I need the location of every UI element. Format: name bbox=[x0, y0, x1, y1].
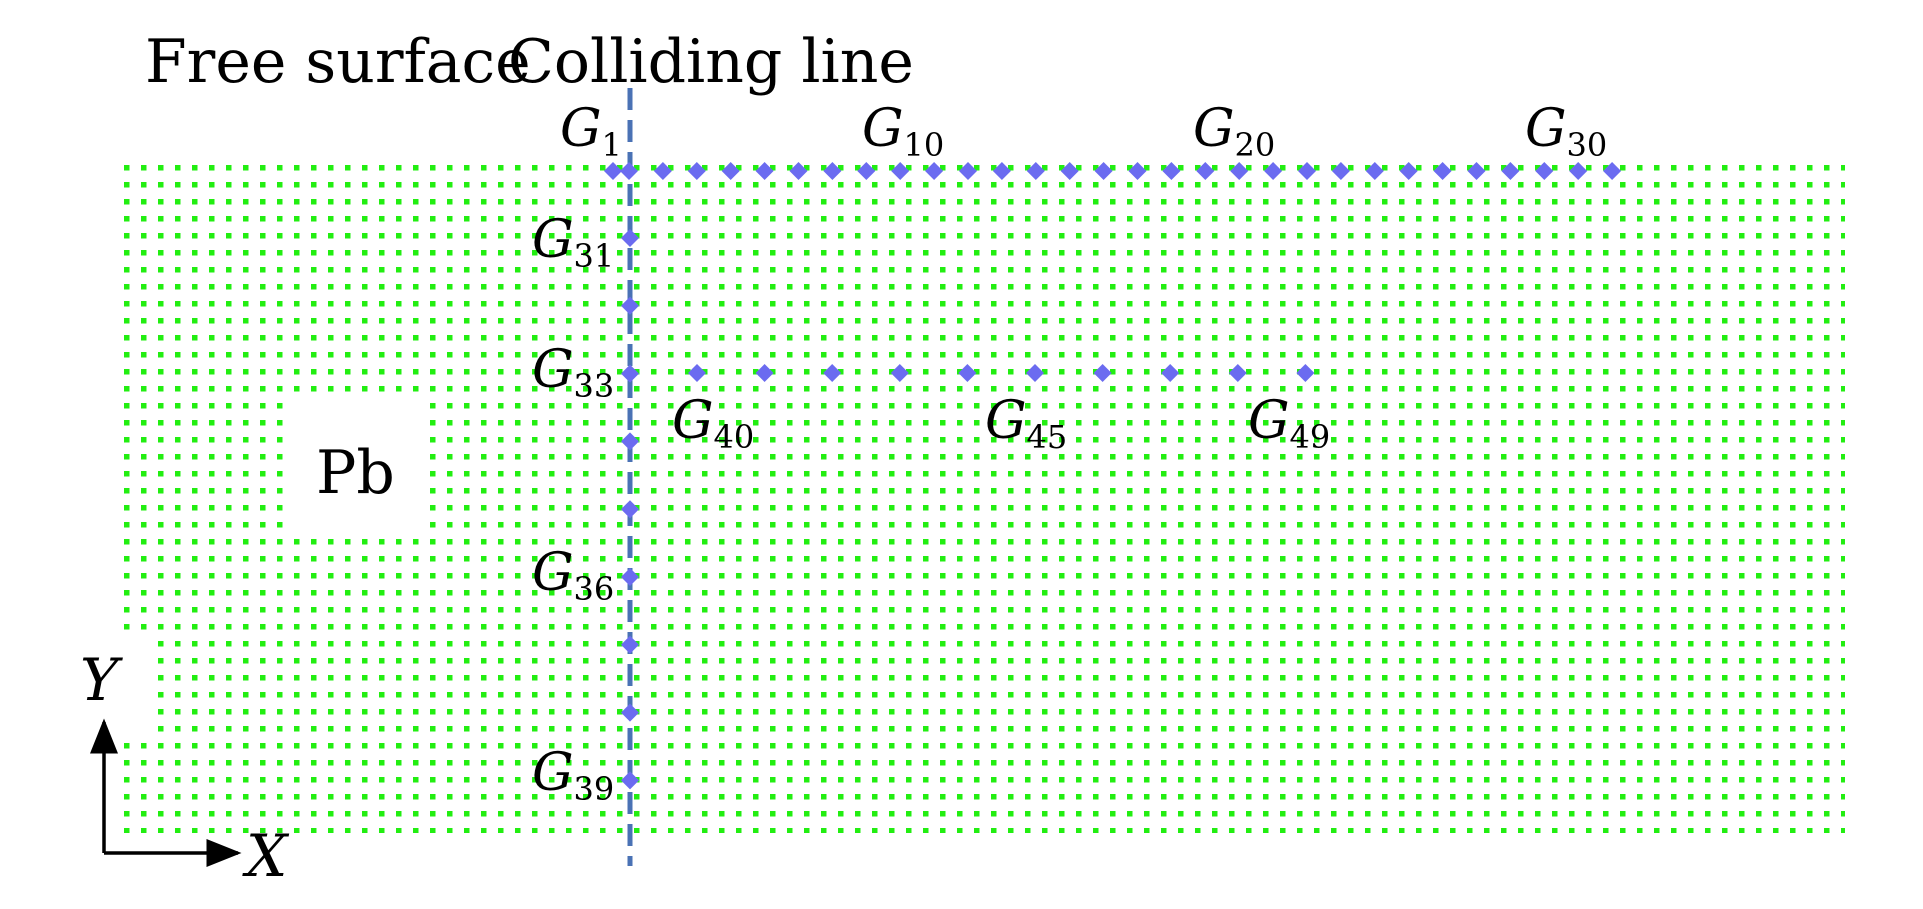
y-axis-label: Y bbox=[80, 646, 123, 714]
gauge-label-g31: G31 bbox=[532, 210, 614, 275]
gauge-point-g5 bbox=[755, 162, 774, 180]
gauge-point-g36 bbox=[621, 568, 639, 586]
gauge-point-g30 bbox=[1603, 162, 1622, 180]
gauge-point-g35 bbox=[621, 500, 639, 519]
gauge-point-g3 bbox=[687, 162, 706, 180]
gauge-point-g29 bbox=[1569, 162, 1588, 180]
gauge-point-g13 bbox=[1026, 162, 1045, 180]
gauge-label-g30: G30 bbox=[1525, 99, 1607, 164]
gauge-point-g38 bbox=[621, 703, 639, 722]
gauge-point-g47 bbox=[1161, 364, 1180, 382]
gauge-point-g41 bbox=[755, 364, 774, 382]
gauge-point-g24 bbox=[1399, 162, 1418, 180]
gauge-point-g4 bbox=[721, 162, 740, 180]
gauge-point-g28 bbox=[1535, 162, 1554, 180]
gauge-point-g23 bbox=[1365, 162, 1384, 180]
gauge-label-g36: G36 bbox=[532, 543, 614, 608]
gauge-point-g12 bbox=[992, 162, 1011, 180]
gauge-point-g2 bbox=[653, 162, 672, 180]
gauge-point-g48 bbox=[1228, 364, 1247, 382]
free-surface-label: Free surface bbox=[145, 27, 531, 97]
gauge-point-g44 bbox=[958, 364, 977, 382]
gauge-label-g10: G10 bbox=[862, 99, 944, 164]
gauge-label-g33: G33 bbox=[532, 340, 614, 405]
gauge-label-g20: G20 bbox=[1193, 99, 1275, 164]
gauge-point-g19 bbox=[1230, 162, 1249, 180]
gauge-point-g16 bbox=[1128, 162, 1147, 180]
gauge-point-g25 bbox=[1433, 162, 1452, 180]
gauge-point-g27 bbox=[1501, 162, 1520, 180]
gauge-label-g40: G40 bbox=[672, 391, 754, 456]
gauge-point-g45 bbox=[1026, 364, 1044, 382]
colliding-line-label: Colliding line bbox=[508, 27, 914, 97]
gauge-point-g17 bbox=[1162, 162, 1181, 180]
gauge-point-g20 bbox=[1264, 162, 1283, 180]
gauge-label-g1: G1 bbox=[560, 99, 622, 164]
gauge-point-g32 bbox=[621, 296, 639, 315]
gauge-point-g43 bbox=[890, 364, 909, 382]
gauge-point-edge bbox=[604, 162, 622, 180]
gauge-point-g31 bbox=[621, 229, 639, 247]
gauge-point-g7 bbox=[823, 162, 842, 180]
gauge-point-g9 bbox=[891, 162, 910, 180]
gauge-point-g34 bbox=[621, 432, 639, 451]
gauge-point-g18 bbox=[1196, 162, 1215, 180]
gauge-point-g49 bbox=[1296, 364, 1315, 382]
gauge-point-g10 bbox=[925, 162, 944, 180]
gauge-point-g26 bbox=[1467, 162, 1486, 180]
gauge-point-g6 bbox=[789, 162, 808, 180]
gauge-point-g8 bbox=[857, 162, 876, 180]
gauge-point-g42 bbox=[823, 364, 842, 382]
gauge-point-g11 bbox=[959, 162, 977, 180]
gauge-labels: G1 G10 G20 G30 G31 G33 G36 G39 G40 G45 G… bbox=[532, 99, 1607, 808]
gauge-label-g49: G49 bbox=[1248, 391, 1330, 456]
gauge-point-g14 bbox=[1060, 162, 1079, 180]
gauge-point-g15 bbox=[1094, 162, 1113, 180]
x-axis-label: X bbox=[242, 822, 290, 890]
gauge-point-g39 bbox=[621, 771, 639, 790]
pb-label-background bbox=[286, 402, 424, 532]
gauge-point-g21 bbox=[1298, 162, 1316, 180]
gauge-point-g1 bbox=[620, 162, 638, 180]
gauge-point-g22 bbox=[1331, 162, 1350, 180]
gauge-label-g45: G45 bbox=[985, 391, 1067, 456]
gauge-label-g39: G39 bbox=[532, 743, 614, 808]
gauge-point-g40 bbox=[688, 364, 706, 382]
gauge-points bbox=[604, 162, 1622, 790]
gauge-point-g46 bbox=[1093, 364, 1112, 382]
gauge-point-g33 bbox=[621, 364, 639, 383]
material-label: Pb bbox=[316, 438, 395, 508]
gauge-point-g37 bbox=[621, 635, 639, 654]
coordinate-axes: Y X bbox=[80, 646, 290, 890]
